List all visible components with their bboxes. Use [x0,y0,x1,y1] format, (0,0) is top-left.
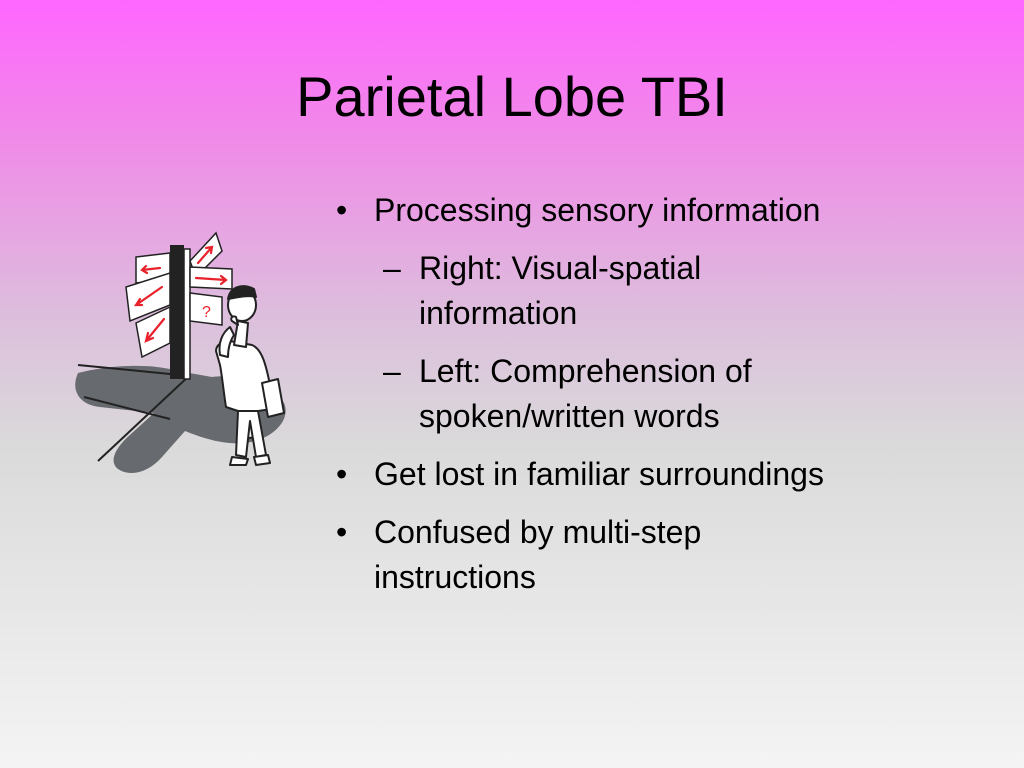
bullet-text: Confused by multi-step [374,514,702,550]
signpost-confused-person-icon: ? [75,231,286,473]
sub-bullet-text: Right: Visual-spatial [419,250,702,286]
sub-bullet-text: spoken/written words [419,398,720,434]
sub-bullet-item: Left: Comprehension of spoken/written wo… [336,349,996,439]
sub-bullet-item: Right: Visual-spatial information [336,246,996,336]
confused-person [215,285,285,466]
bullet-text: Get lost in familiar surroundings [374,456,824,492]
sub-bullet-text: information [419,295,578,331]
bullet-text: Processing sensory information [374,192,821,228]
bullet-item: Get lost in familiar surroundings [336,452,996,497]
bullet-item: Processing sensory information [336,188,996,233]
bullet-item: Confused by multi-step instructions [336,510,996,600]
bullet-text: instructions [374,559,536,595]
bullet-list: Processing sensory information Right: Vi… [336,188,996,613]
sub-bullet-text: Left: Comprehension of [419,353,752,389]
sign-question-mark: ? [202,304,211,321]
slide-title: Parietal Lobe TBI [296,65,728,128]
signpost-pole [170,245,184,379]
